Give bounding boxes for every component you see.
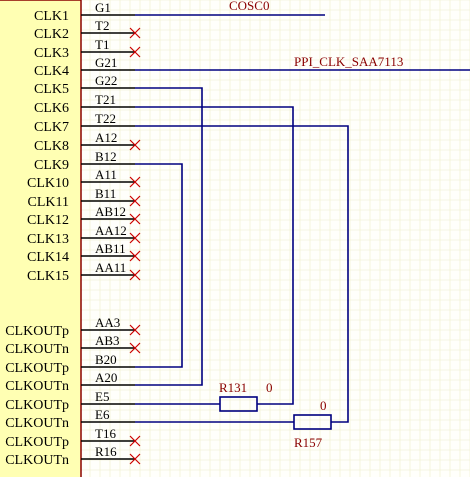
pin-label: CLK9 bbox=[34, 158, 69, 173]
pin-number: AA12 bbox=[95, 223, 127, 238]
pin-label: CLK6 bbox=[34, 101, 69, 116]
no-connect-icon bbox=[129, 269, 141, 281]
pin-label: CLK11 bbox=[28, 195, 69, 210]
pin-number: G21 bbox=[95, 55, 117, 70]
pin-label: CLK13 bbox=[27, 232, 69, 247]
pin-label: CLK3 bbox=[34, 46, 69, 61]
pin-label: CLKOUTp bbox=[5, 398, 69, 413]
no-connect-icon bbox=[129, 250, 141, 262]
resistor-r131[interactable] bbox=[219, 396, 258, 412]
pin-number: T21 bbox=[95, 92, 116, 107]
pin-label: CLK5 bbox=[34, 82, 69, 97]
wire-group bbox=[135, 14, 470, 423]
pin-number: AB12 bbox=[95, 204, 126, 219]
pin-number: E6 bbox=[95, 407, 110, 422]
wire-clk9-b20[interactable] bbox=[135, 163, 183, 368]
pin-number: A20 bbox=[95, 370, 117, 385]
pin-number: A12 bbox=[95, 130, 117, 145]
pin-label: CLK4 bbox=[34, 64, 69, 79]
pin-number: T1 bbox=[95, 37, 109, 52]
pin-number: AB11 bbox=[95, 241, 126, 256]
pin-label: CLKOUTn bbox=[5, 379, 69, 394]
no-connect-icon bbox=[129, 232, 141, 244]
pin-number: A11 bbox=[95, 167, 117, 182]
r157-value: 0 bbox=[320, 398, 327, 413]
no-connect-icon bbox=[129, 324, 141, 336]
pin-number: T2 bbox=[95, 18, 109, 33]
wire-clk5-a20[interactable] bbox=[135, 87, 203, 386]
wire-clk7-r157[interactable] bbox=[135, 125, 349, 423]
no-connect-icon bbox=[129, 195, 141, 207]
pin-number: E5 bbox=[95, 389, 109, 404]
pin-label: CLK12 bbox=[27, 213, 69, 228]
r131-designator: R131 bbox=[219, 380, 247, 395]
pin-number: G22 bbox=[95, 73, 117, 88]
pin-label: CLKOUTp bbox=[5, 324, 69, 339]
net-label-ppi-clk[interactable]: PPI_CLK_SAA7113 bbox=[294, 54, 403, 69]
wire-clk6-r131[interactable] bbox=[135, 106, 294, 405]
pin-number: R16 bbox=[95, 444, 117, 459]
no-connect-icon bbox=[129, 46, 141, 58]
pin-label: CLKOUTn bbox=[5, 342, 69, 357]
pin-label: CLKOUTp bbox=[5, 361, 69, 376]
pin-number: AA11 bbox=[95, 260, 126, 275]
pin-label: CLKOUTn bbox=[5, 453, 69, 468]
pin-label: CLK2 bbox=[34, 27, 69, 42]
no-connect-icon bbox=[129, 435, 141, 447]
pin-number: AB3 bbox=[95, 333, 120, 348]
pin-label: CLK8 bbox=[34, 139, 69, 154]
pin-number: B12 bbox=[95, 149, 117, 164]
pin-label: CLKOUTp bbox=[5, 435, 69, 450]
net-label-cosc0[interactable]: COSC0 bbox=[229, 0, 269, 13]
pin-group: G1CLK1T2CLK2T1CLK3G21CLK4G22CLK5T21CLK6T… bbox=[5, 0, 141, 468]
no-connect-icon bbox=[129, 139, 141, 151]
pin-number: B20 bbox=[95, 352, 117, 367]
pin-label: CLK15 bbox=[27, 269, 69, 284]
no-connect-icon bbox=[129, 213, 141, 225]
ic-component-body[interactable] bbox=[0, 0, 82, 477]
no-connect-icon bbox=[129, 342, 141, 354]
no-connect-icon bbox=[129, 176, 141, 188]
pin-label: CLK14 bbox=[27, 250, 69, 265]
pin-label: CLK10 bbox=[27, 176, 69, 191]
no-connect-icon bbox=[129, 27, 141, 39]
pin-label: CLK7 bbox=[34, 120, 69, 135]
resistor-r157[interactable] bbox=[293, 414, 332, 430]
pin-number: B11 bbox=[95, 186, 116, 201]
pin-label: CLKOUTn bbox=[5, 416, 69, 431]
r157-designator: R157 bbox=[294, 435, 323, 450]
pin-number: G1 bbox=[95, 0, 111, 15]
pin-label: CLK1 bbox=[34, 9, 69, 24]
pin-number: AA3 bbox=[95, 315, 120, 330]
pin-number: T22 bbox=[95, 111, 116, 126]
no-connect-icon bbox=[129, 453, 141, 465]
r131-value: 0 bbox=[266, 380, 273, 395]
pin-number: T16 bbox=[95, 426, 116, 441]
